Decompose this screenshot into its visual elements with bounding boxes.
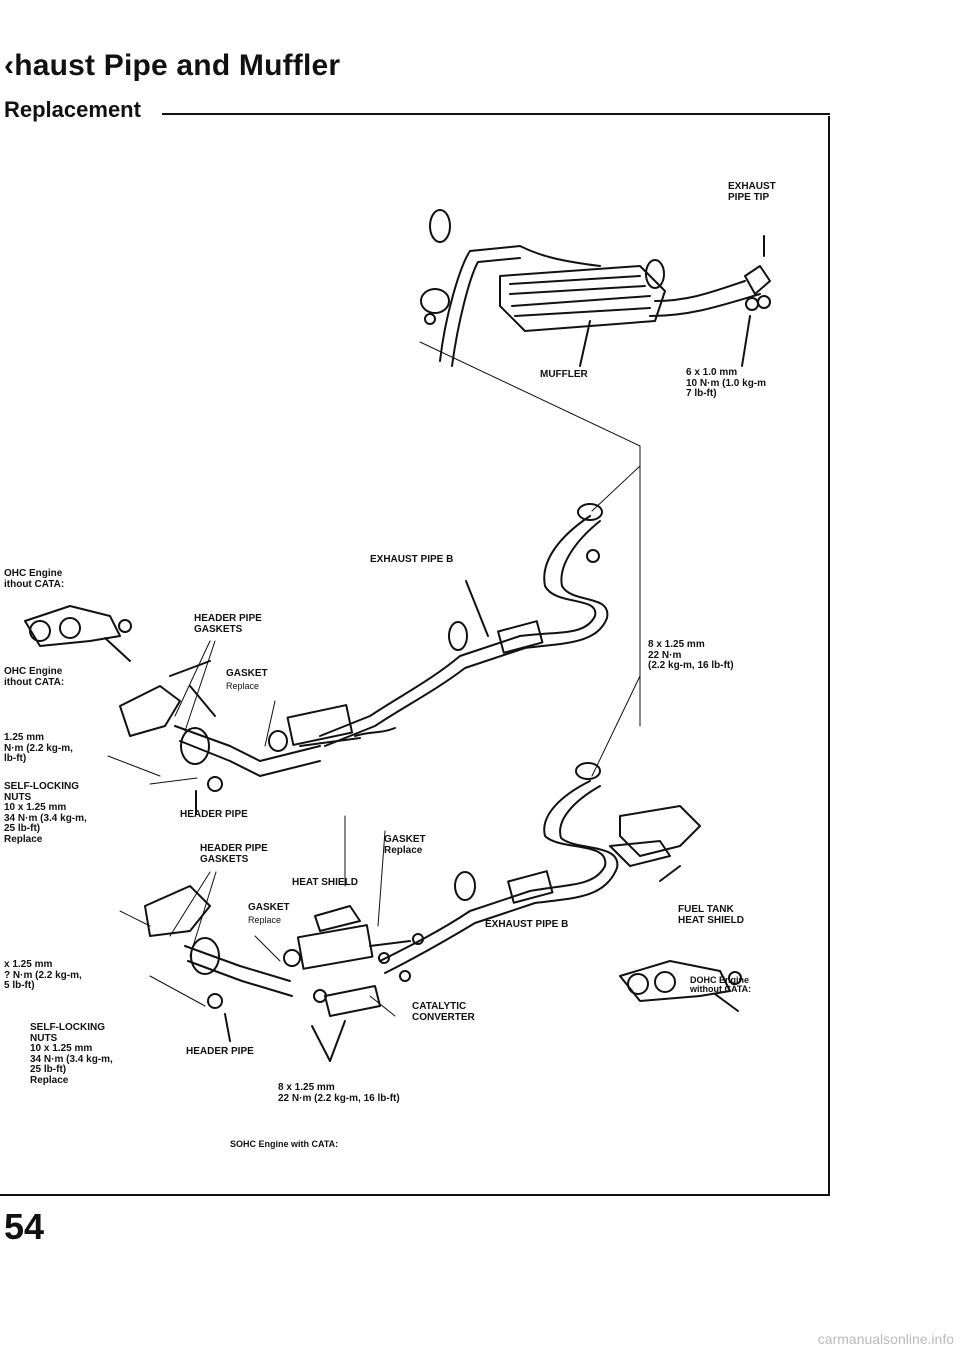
label-torque-8mm-right: 8 x 1.25 mm 22 N·m (2.2 kg-m, 16 lb-ft): [648, 639, 734, 671]
header-pipe-upper-drawing: [119, 660, 396, 815]
label-gasket-top-right: GASKET Replace: [384, 834, 426, 856]
page-number: 54: [4, 1206, 45, 1247]
label-exhaust-pipe-tip: EXHAUST PIPE TIP: [728, 181, 776, 203]
label-sohc-with-cata: SOHC Engine with CATA:: [230, 1139, 339, 1149]
section-subtitle: Replacement: [4, 97, 141, 122]
label-dohc-without-cata: DOHC Engine without CATA:: [690, 975, 752, 995]
label-gasket-1: GASKET: [226, 668, 268, 679]
muffler-drawing: [420, 209, 771, 367]
label-torque-partial-2: x 1.25 mm ? N·m (2.2 kg-m, 5 lb-ft): [4, 959, 82, 991]
exhaust-pipe-b-lower-drawing: [379, 762, 701, 974]
label-torque-partial-1: 1.25 mm N·m (2.2 kg-m, lb-ft): [4, 732, 73, 764]
label-fuel-tank-heat-shield: FUEL TANK HEAT SHIELD: [678, 904, 744, 926]
label-heat-shield: HEAT SHIELD: [292, 877, 358, 888]
header-rule: [162, 113, 830, 115]
dohc-manifold-drawing: [619, 960, 742, 1012]
label-exhaust-pipe-b-top: EXHAUST PIPE B: [370, 554, 454, 565]
page-title: ‹haust Pipe and Muffler: [4, 49, 341, 82]
label-header-pipe-1: HEADER PIPE: [180, 809, 248, 820]
exhaust-pipe-b-upper-drawing: [319, 503, 609, 747]
header-pipe-lower-drawing: [144, 885, 424, 1062]
label-gasket-2: GASKET: [248, 902, 290, 913]
label-replace-1: Replace: [226, 681, 260, 691]
label-muffler: MUFFLER: [540, 369, 588, 380]
watermark: carmanualsonline.info: [817, 1331, 954, 1347]
label-self-locking-1: SELF-LOCKING NUTS 10 x 1.25 mm 34 N·m (3…: [4, 781, 87, 845]
label-header-pipe-gaskets-1: HEADER PIPE GASKETS: [194, 613, 262, 635]
label-header-pipe-gaskets-2: HEADER PIPE GASKETS: [200, 843, 268, 865]
label-self-locking-2: SELF-LOCKING NUTS 10 x 1.25 mm 34 N·m (3…: [30, 1022, 113, 1086]
label-header-pipe-2: HEADER PIPE: [186, 1046, 254, 1057]
label-catalytic-converter: CATALYTIC CONVERTER: [412, 1001, 475, 1023]
label-exhaust-pipe-b-bottom: EXHAUST PIPE B: [485, 919, 569, 930]
diagram-frame: [0, 116, 830, 1196]
label-torque-6mm: 6 x 1.0 mm 10 N·m (1.0 kg-m 7 lb-ft): [686, 367, 767, 399]
label-replace-2: Replace: [248, 915, 282, 925]
label-ohc-without-cata-1: OHC Engine ithout CATA:: [4, 568, 65, 590]
label-ohc-without-cata-2: OHC Engine ithout CATA:: [4, 666, 65, 688]
label-torque-8mm-bottom: 8 x 1.25 mm 22 N·m (2.2 kg-m, 16 lb-ft): [278, 1082, 400, 1104]
ohc-manifold-top-drawing: [24, 605, 132, 662]
exhaust-system-diagram: [24, 209, 771, 1062]
